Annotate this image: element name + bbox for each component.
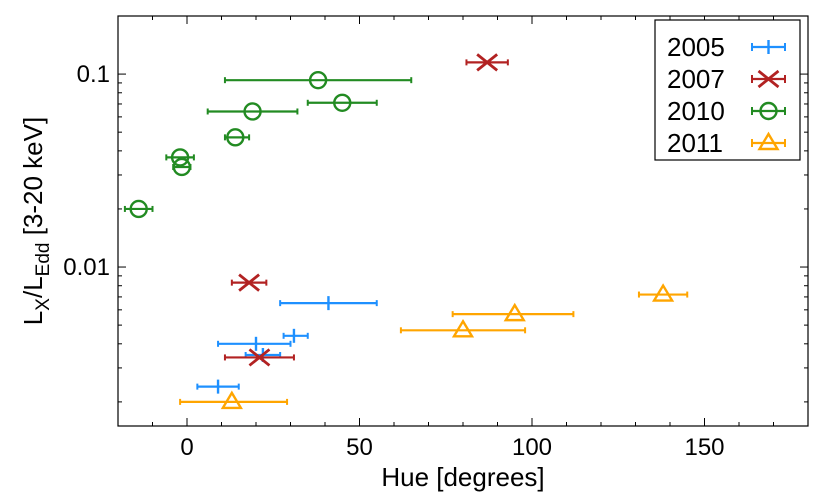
legend-label: 2011 (667, 128, 723, 158)
y-axis-label-sub2: Edd (33, 243, 54, 277)
legend-marker (757, 69, 780, 89)
data-point (651, 283, 675, 302)
legend-label: 2010 (667, 96, 725, 126)
y-axis-label-base: L (18, 311, 48, 325)
y-axis-label-tail: [3-20 keV] (18, 117, 48, 243)
y-axis-label-sub1: X (33, 298, 54, 311)
series-2005 (196, 296, 378, 394)
legend-marker (759, 101, 778, 121)
y-axis-label: LX/LEdd [3-20 keV] (18, 117, 54, 325)
legend-label: 2005 (667, 32, 725, 62)
axis-ticks: 0 50 100 150 0.01 0.1 (63, 15, 808, 461)
legend-label: 2007 (667, 64, 725, 94)
data-point (476, 53, 499, 72)
y-axis-label-mid: /L (18, 276, 48, 298)
data-point (503, 302, 526, 322)
data-point (220, 390, 243, 410)
legend-marker (757, 131, 780, 151)
data-point (451, 318, 475, 338)
data-point (308, 70, 328, 90)
series-2007 (223, 53, 509, 367)
data-series (123, 53, 689, 410)
y-tick-label: 0.1 (77, 61, 110, 88)
series-2010 (123, 70, 413, 219)
data-point (172, 157, 192, 177)
data-point (248, 348, 271, 367)
data-point (170, 148, 190, 167)
data-point (238, 273, 260, 292)
x-tick-label: 50 (346, 434, 373, 461)
y-tick-label: 0.01 (63, 254, 110, 281)
x-tick-label: 100 (512, 434, 552, 461)
data-point (243, 102, 262, 121)
data-point (333, 93, 352, 112)
x-axis-label: Hue [degrees] (381, 462, 544, 492)
x-tick-label: 0 (180, 434, 193, 461)
x-tick-label: 150 (684, 434, 724, 461)
data-point (129, 199, 148, 219)
series-2011 (179, 283, 689, 410)
data-point (226, 128, 245, 147)
legend-box (654, 19, 801, 161)
